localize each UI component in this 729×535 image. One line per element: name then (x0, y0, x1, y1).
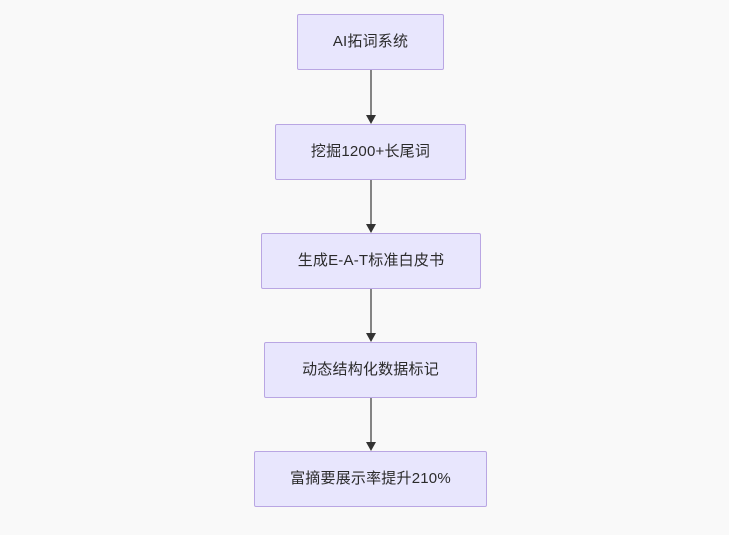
flow-node-generate-eat-whitepaper[interactable]: 生成E-A-T标准白皮书 (261, 233, 481, 289)
flow-node-dynamic-structured-data-markup[interactable]: 动态结构化数据标记 (264, 342, 477, 398)
edge-line (370, 70, 372, 116)
flow-node-label: 挖掘1200+长尾词 (310, 143, 431, 160)
arrowhead-icon (365, 224, 376, 233)
flow-node-label: 生成E-A-T标准白皮书 (297, 252, 445, 269)
flow-node-rich-snippet-impression-lift[interactable]: 富摘要展示率提升210% (254, 451, 487, 507)
arrowhead-icon (365, 442, 376, 451)
edge-line (370, 398, 372, 443)
flow-node-mine-longtail-keywords[interactable]: 挖掘1200+长尾词 (275, 124, 466, 180)
flow-node-label: AI拓词系统 (332, 33, 409, 50)
flow-node-ai-keyword-system[interactable]: AI拓词系统 (297, 14, 444, 70)
edge-line (370, 289, 372, 334)
flow-node-label: 动态结构化数据标记 (302, 361, 439, 378)
flow-node-label: 富摘要展示率提升210% (290, 470, 451, 487)
arrowhead-icon (365, 333, 376, 342)
arrowhead-icon (365, 115, 376, 124)
edge-line (370, 180, 372, 225)
